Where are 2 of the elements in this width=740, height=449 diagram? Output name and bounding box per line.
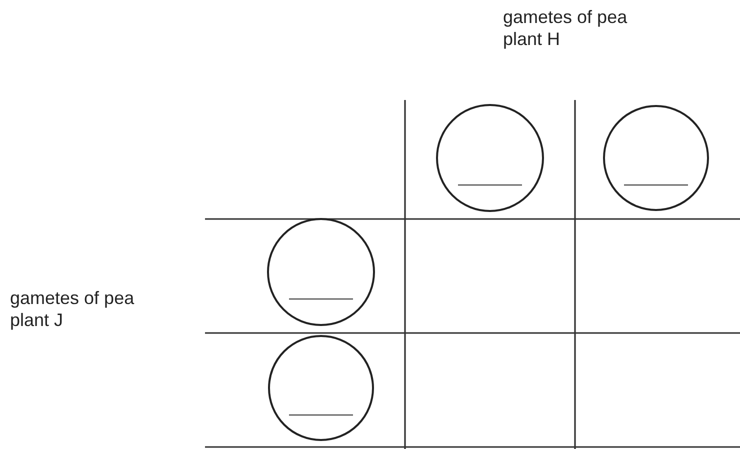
axis-label: gametes of pea plant H [503,6,628,50]
axis-label: gametes of pea plant J [10,287,136,331]
